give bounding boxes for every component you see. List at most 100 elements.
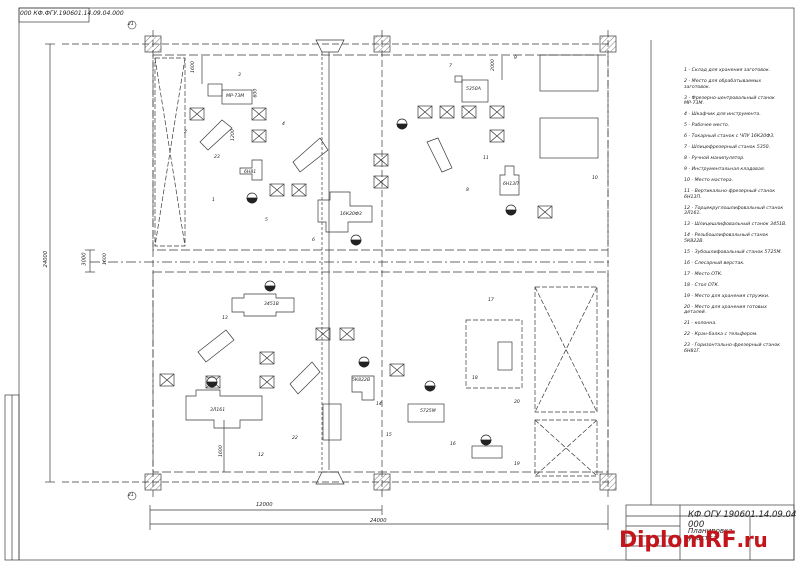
callout-22: 22 <box>292 436 298 441</box>
legend-item: 4 - Шкафчик для инструмента. <box>684 112 761 118</box>
legend-item: 15 - Зубошлифовальный станок 5725М. <box>684 249 782 255</box>
callout-15: 15 <box>386 433 392 438</box>
dim-width-total: 24000 <box>370 518 387 524</box>
callout-17: 17 <box>488 298 494 303</box>
machine-6n81 <box>239 159 263 181</box>
machine-16k20f3 <box>317 191 373 233</box>
legend-item: 17 - Место ОТК. <box>684 271 723 277</box>
machine-5k822v <box>351 375 375 401</box>
chip-storage <box>534 419 598 477</box>
legend-item: 12 - Торцекруглошлифовальный станок 3Л16… <box>684 205 784 217</box>
callout-21-top: 21 <box>128 22 134 27</box>
dim-d1: 1600 <box>190 61 196 73</box>
dim-d3: 600 <box>253 88 259 98</box>
legend-item: 1 - Склад для хранения заготовок. <box>684 68 771 73</box>
column-bl <box>144 473 162 491</box>
upper-bay <box>152 54 609 251</box>
callout-7: 7 <box>449 64 452 69</box>
dim-aisle: 3000 <box>81 252 88 266</box>
callout-8: 8 <box>466 188 469 193</box>
legend-item: 8 - Ручной манипулятор. <box>684 156 745 162</box>
dim-d6: 1600 <box>102 253 108 265</box>
label-6n13p: 6Н13П <box>503 182 519 187</box>
manipulator-l1 <box>197 329 235 363</box>
sheet-frame <box>18 7 795 561</box>
label-mr73m: МР-73М <box>226 94 245 99</box>
callout-circles <box>127 20 137 501</box>
top-code-text: 000 КФ.ФГУ.190601.14.09.04.000 <box>20 10 124 17</box>
callout-4: 4 <box>282 122 285 127</box>
dim-d2: 1200 <box>230 129 236 141</box>
callout-23: 23 <box>214 155 220 160</box>
stamp-title-line1: Планировка <box>688 527 733 535</box>
callout-18: 18 <box>472 376 478 381</box>
storage-blanks <box>154 57 186 247</box>
callout-14: 14 <box>376 402 382 407</box>
legend-item: 6 - Токарный станок с ЧПУ 16К20Ф3. <box>684 134 775 140</box>
workbench <box>471 445 503 459</box>
watermark-main: DiplomRF <box>619 528 737 553</box>
legend-item: 3 - Фрезерно-центровальный станок МР-73М… <box>684 95 775 107</box>
column-br <box>599 473 617 491</box>
label-3451v: 3451В <box>264 302 279 307</box>
dim-height-total: 24000 <box>43 250 50 268</box>
manipulator-u1 <box>199 119 233 151</box>
label-5350: 5350А <box>466 87 481 92</box>
label-6n81: 6Н81 <box>244 170 257 175</box>
dim-d5: 1600 <box>218 445 224 457</box>
legend-item: 18 - Стол ОТК. <box>684 282 720 288</box>
stamp-title: Планировка участка <box>688 528 733 542</box>
legend: 1 - Склад для хранения заготовок. 2 - Ме… <box>684 68 788 360</box>
machine-mr73m <box>221 89 253 105</box>
column-tc <box>373 35 391 53</box>
label-5725m: 5725М <box>420 409 436 414</box>
label-3l161: 3Л161 <box>210 408 226 413</box>
tool-cabinets <box>159 105 553 389</box>
legend-item: 7 - Шлицефрезерный станок 5350. <box>684 145 771 151</box>
manipulator-u3 <box>426 137 453 173</box>
callout-20: 20 <box>514 400 520 405</box>
callout-16: 16 <box>450 442 456 447</box>
lower-bay <box>152 271 609 473</box>
legend-item: 19 - Место для хранения стружки. <box>684 293 770 299</box>
watermark-suffix: .ru <box>736 528 768 552</box>
legend-item: 20 - Место для хранения готовых деталей. <box>684 304 767 316</box>
stamp-code: КФ ОГУ 190601.14.09.04 000 <box>688 510 797 530</box>
legend-item: 14 - Резьбошлифовальный станок 5К822В. <box>684 233 769 244</box>
qc-table <box>497 341 513 371</box>
callout-6: 6 <box>312 238 315 243</box>
callout-12: 12 <box>258 453 264 458</box>
workplaces <box>206 118 517 446</box>
manipulator-l2 <box>289 361 321 395</box>
legend-item: 16 - Слесарный верстак. <box>684 260 745 266</box>
finished-parts-storage <box>534 286 598 413</box>
callout-19: 19 <box>514 462 520 467</box>
legend-item: 23 - Горизонтально-фрезерный станок 6Н81… <box>684 343 781 354</box>
column-tl <box>144 35 162 53</box>
manipulator-u2 <box>292 137 329 173</box>
legend-item: 13 - Шлицешлифовальный станок 3451В. <box>684 222 787 228</box>
dim-d4: 2000 <box>490 59 496 71</box>
callout-10: 10 <box>592 176 598 181</box>
legend-item: 21 - колонна. <box>684 321 717 327</box>
crane-beam <box>322 403 342 441</box>
watermark-logo: DiplomRF.ru <box>619 528 768 553</box>
column-bc <box>373 473 391 491</box>
callout-21-bottom: 21 <box>128 493 134 498</box>
callout-13: 13 <box>222 316 228 321</box>
foreman-place <box>539 117 599 159</box>
legend-item: 22 - Кран-балка с тельфером. <box>684 332 758 338</box>
column-tr <box>599 35 617 53</box>
machine-5725m <box>407 403 445 423</box>
legend-item: 9 - Инструментальная кладовая. <box>684 167 766 173</box>
legend-item: 2 - Место для обрабатываемых заготовок. <box>684 78 762 90</box>
machine-6n13p <box>499 165 520 196</box>
legend-item: 10 - Место мастера. <box>684 178 734 184</box>
label-16k20f3: 16К20Ф3 <box>340 212 362 217</box>
legend-item: 5 - Рабочее место. <box>684 123 730 129</box>
dim-width-half: 12000 <box>256 502 273 508</box>
legend-item: 11 - Вертикально-фрезерный станок 6Н13П. <box>684 189 776 200</box>
callout-5: 5 <box>265 218 268 223</box>
callout-11: 11 <box>483 156 489 161</box>
